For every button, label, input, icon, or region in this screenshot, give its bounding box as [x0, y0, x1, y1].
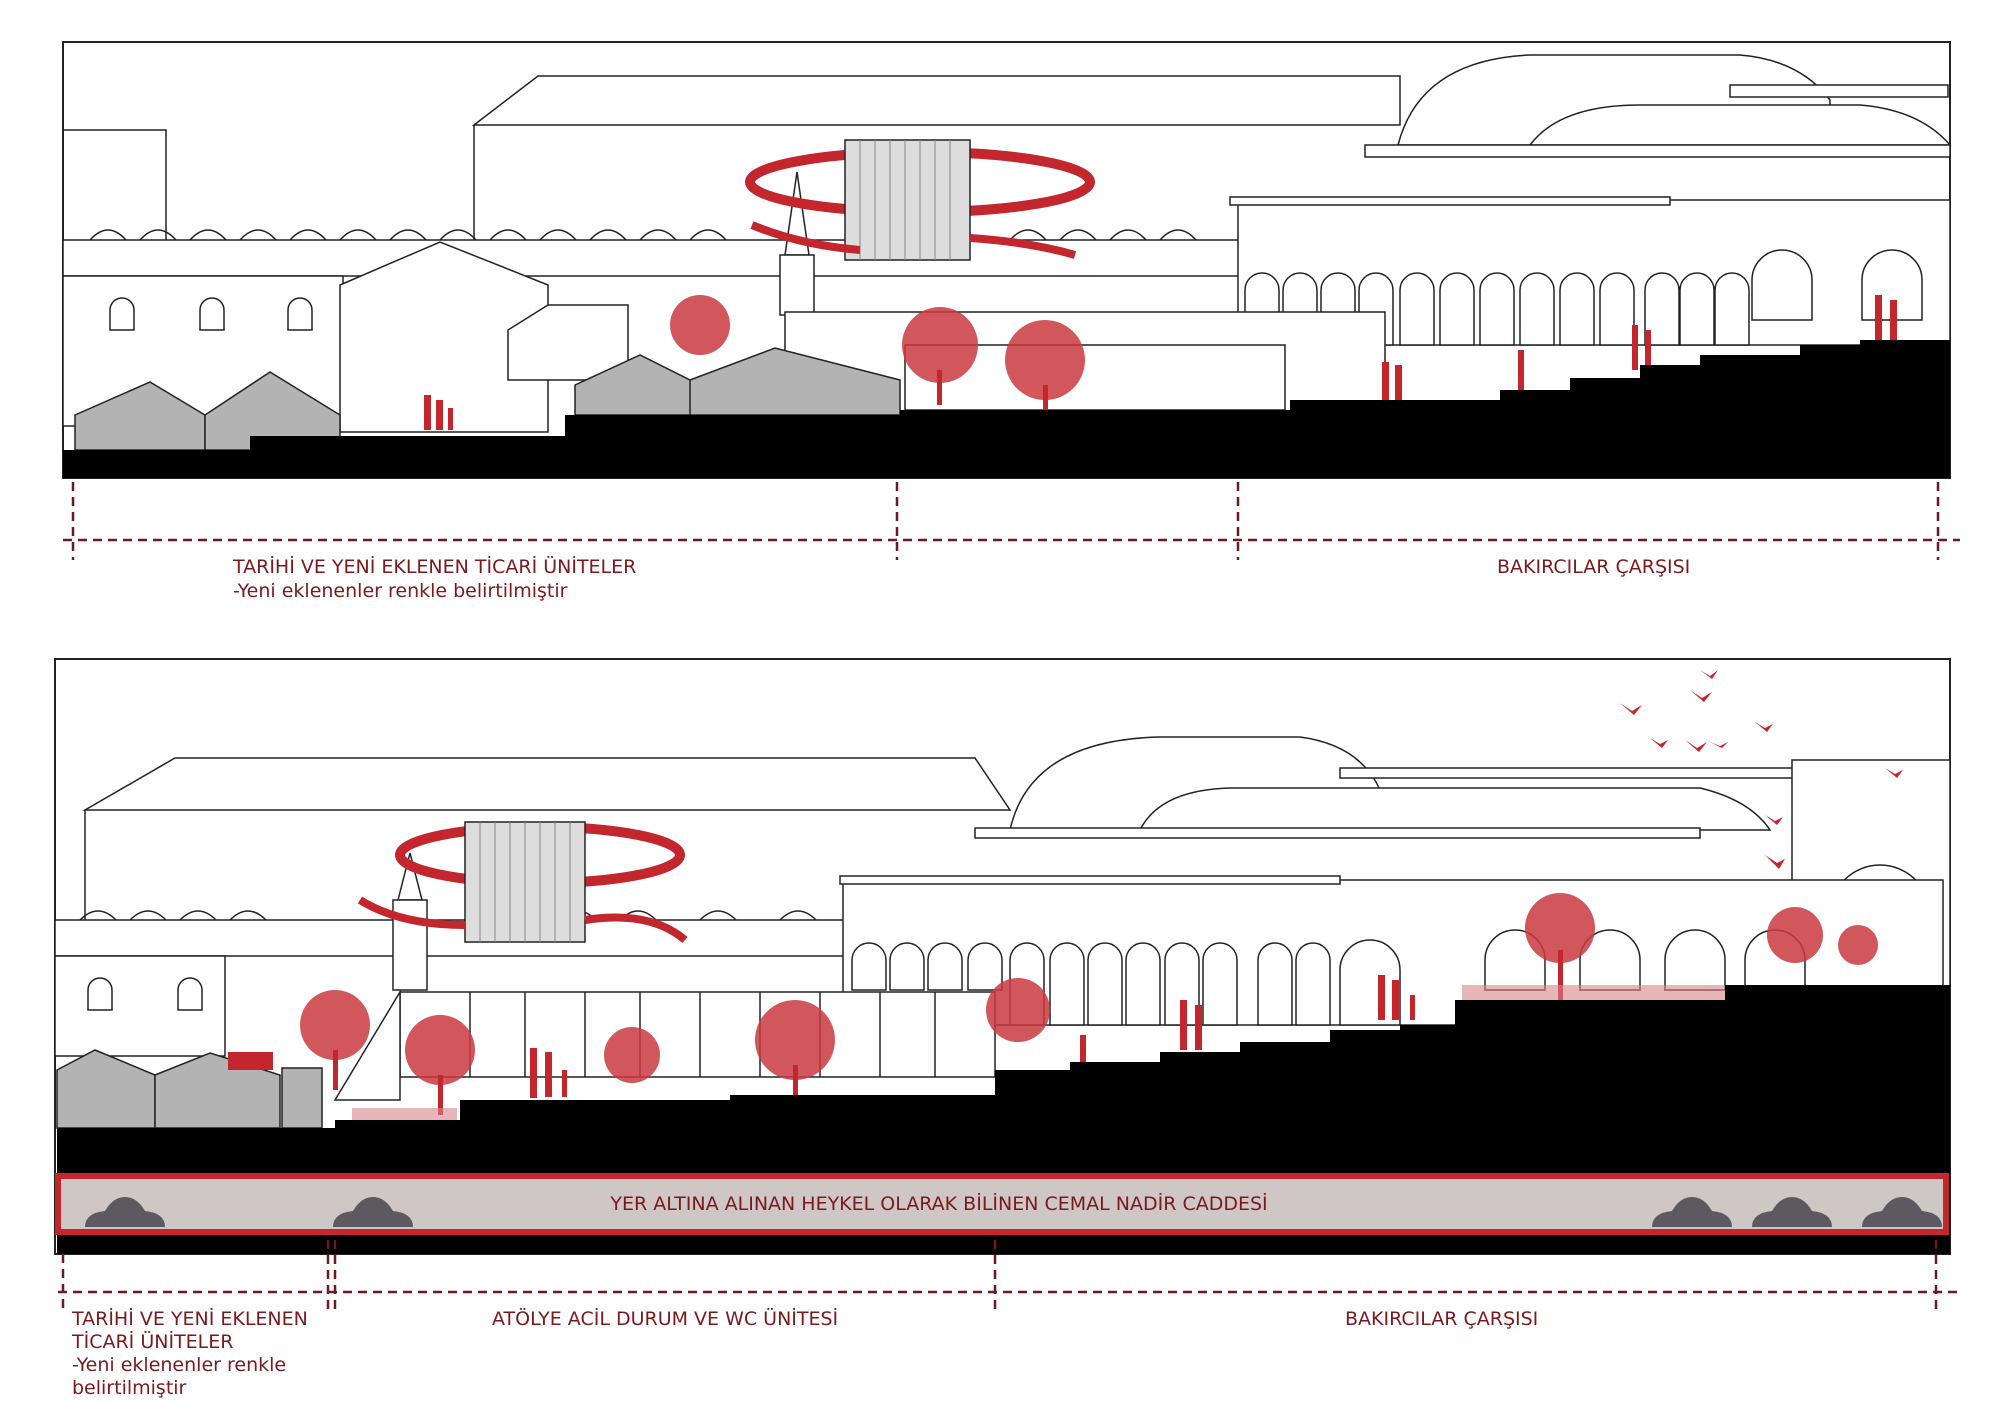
red-birds — [1620, 670, 1903, 869]
top-elevation — [62, 41, 1952, 479]
top-label-commercial-title: TARİHİ VE YENİ EKLENEN TİCARİ ÜNİTELER — [232, 555, 636, 578]
bottom-label-commercial-line1: TARİHİ VE YENİ EKLENEN — [71, 1307, 308, 1330]
historic-roof-band — [62, 239, 1244, 277]
bg-roof — [82, 757, 1012, 811]
small-domes — [89, 229, 1197, 241]
spiral-ramp — [357, 821, 688, 944]
red-people — [530, 975, 1415, 1098]
dome-small — [1528, 104, 1952, 146]
red-trees — [300, 893, 1942, 1120]
road-label: YER ALTINA ALINAN HEYKEL OLARAK BİLİNEN … — [609, 1192, 1267, 1215]
car-icon — [1652, 1197, 1732, 1227]
bottom-zone-markers — [58, 1240, 1960, 1310]
bg-roof — [471, 75, 1401, 126]
red-people — [424, 295, 1897, 430]
bottom-label-note-line1: -Yeni eklenenler renkle — [72, 1354, 286, 1376]
car-icon — [333, 1197, 413, 1227]
car-icon — [85, 1197, 165, 1227]
spiral-ramp — [745, 139, 1095, 261]
car-icon — [1862, 1197, 1942, 1227]
commercial-sheds — [56, 1049, 323, 1129]
top-label-commercial-note: -Yeni eklenenler renkle belirtilmiştir — [233, 580, 568, 602]
bottom-label-bazaar: BAKIRCILAR ÇARŞISI — [1345, 1308, 1538, 1330]
historic-windows — [109, 297, 313, 331]
ground-section — [63, 340, 1950, 478]
top-label-bazaar: BAKIRCILAR ÇARŞISI — [1497, 556, 1690, 578]
bottom-label-note-line2: belirtilmiştir — [72, 1377, 187, 1399]
top-zone-markers — [63, 482, 1960, 560]
bottom-label-commercial-line2: TİCARİ ÜNİTELER — [71, 1330, 233, 1353]
bg-building — [63, 129, 167, 240]
commercial-sheds — [74, 347, 901, 451]
bottom-label-workshop: ATÖLYE ACİL DURUM VE WC ÜNİTESİ — [492, 1307, 838, 1330]
workshop-block — [399, 991, 996, 1078]
car-icon — [1752, 1197, 1832, 1227]
car-icons — [85, 1197, 1942, 1227]
dome-small — [1138, 787, 1772, 831]
bottom-elevation: YER ALTINA ALINAN HEYKEL OLARAK BİLİNEN … — [54, 658, 1951, 1255]
red-trees — [670, 295, 1085, 413]
